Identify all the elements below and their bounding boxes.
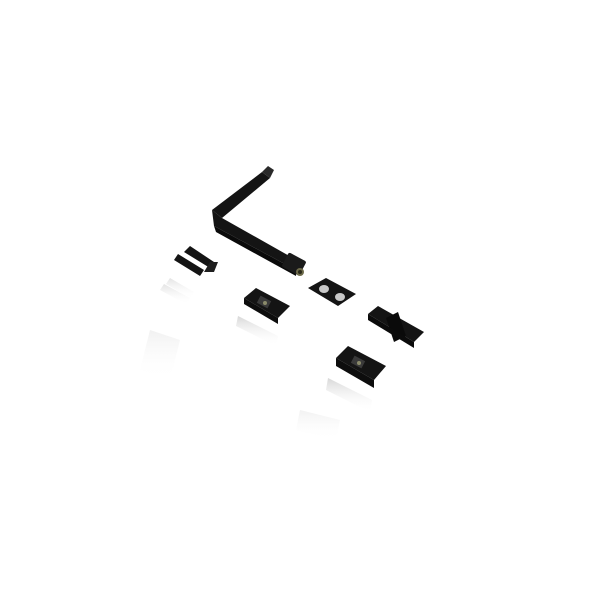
u-clip-icon bbox=[174, 246, 218, 276]
double-hole-plate-icon bbox=[308, 278, 356, 306]
rectangular-keeper-icon bbox=[368, 306, 424, 348]
l-shaped-arm-icon bbox=[212, 166, 306, 276]
floor-reflection bbox=[140, 330, 340, 440]
bracket-block-icon bbox=[326, 346, 386, 412]
bracket-block-icon bbox=[236, 288, 290, 346]
u-clip-reflection bbox=[160, 278, 194, 304]
